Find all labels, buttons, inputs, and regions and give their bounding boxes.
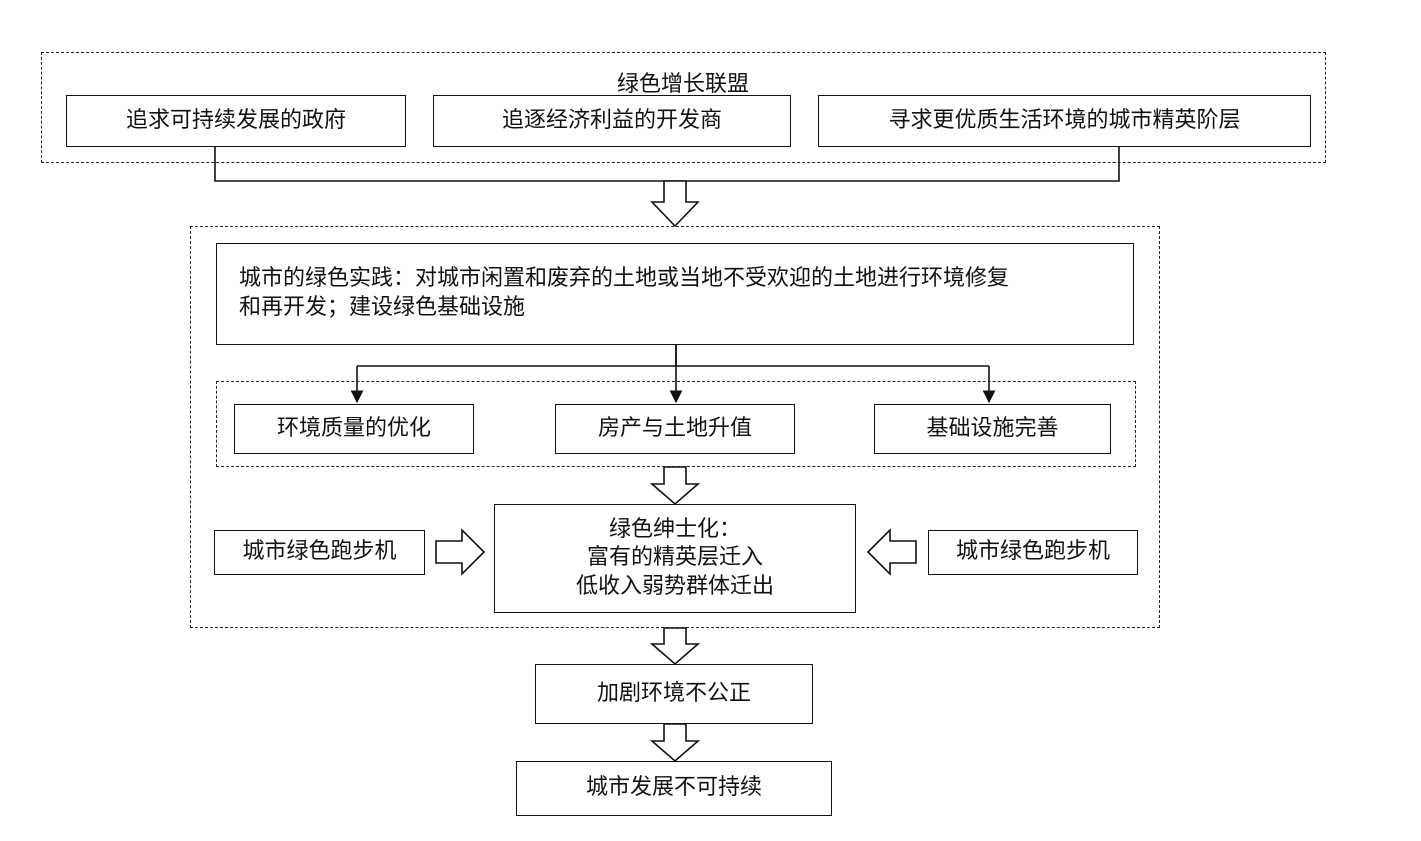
gentrification-title: 绿色绅士化：: [608, 516, 741, 542]
green-practice-group: [190, 226, 1160, 628]
hollow-arrow-right: [435, 528, 486, 576]
alliance-group: [41, 52, 1326, 163]
green-practice-line-2: 和再开发；建设绿色基础设施: [239, 295, 526, 320]
hollow-arrow-down-3: [649, 627, 701, 666]
hollow-arrow-down-4: [649, 723, 701, 763]
gentrification-elite-in: 富有的精英层迁入: [586, 545, 763, 571]
treadmill-right-box: 城市绿色跑步机: [928, 530, 1138, 575]
treadmill-left-box: 城市绿色跑步机: [214, 530, 425, 575]
green-practice-box: 城市的绿色实践：对城市闲置和废弃的土地或当地不受欢迎的土地进行环境修复 和再开发…: [216, 243, 1134, 345]
hollow-arrow-down-1: [650, 180, 700, 228]
developer-box: 追逐经济利益的开发商: [433, 95, 791, 147]
property-value-box: 房产与土地升值: [555, 404, 795, 454]
hollow-arrow-down-2: [649, 466, 701, 506]
urban-elite-box: 寻求更优质生活环境的城市精英阶层: [818, 95, 1311, 147]
hollow-arrow-left: [866, 528, 917, 576]
alliance-title: 绿色增长联盟: [616, 72, 749, 97]
government-box: 追求可持续发展的政府: [66, 95, 406, 147]
green-gentrification-box: 绿色绅士化： 富有的精英层迁入 低收入弱势群体迁出: [494, 504, 856, 613]
green-practice-line-1: 城市的绿色实践：对城市闲置和废弃的土地或当地不受欢迎的土地进行环境修复: [239, 266, 1010, 292]
infrastructure-box: 基础设施完善: [874, 404, 1111, 454]
effects-group: [216, 381, 1136, 467]
unsustainable-development-box: 城市发展不可持续: [516, 761, 832, 816]
environmental-injustice-box: 加剧环境不公正: [535, 664, 813, 724]
gentrification-poor-out: 低收入弱势群体迁出: [575, 573, 774, 599]
environment-quality-box: 环境质量的优化: [234, 404, 474, 454]
